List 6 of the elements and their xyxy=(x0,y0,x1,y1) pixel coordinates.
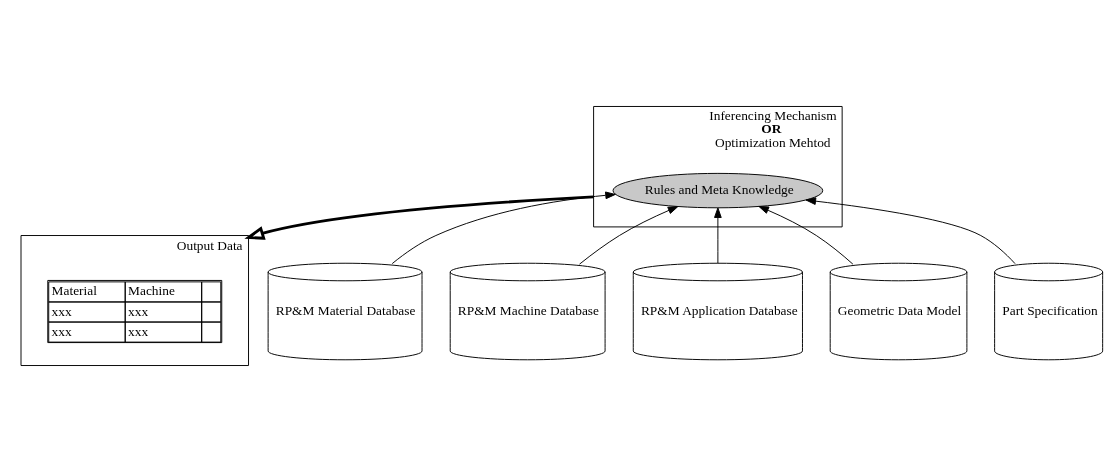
label: xxx xyxy=(128,323,149,339)
label: xxx xyxy=(51,303,72,319)
label: Material xyxy=(51,283,97,299)
label: xxx xyxy=(51,323,72,339)
label: xxx xyxy=(128,303,149,319)
label: Machine xyxy=(128,283,175,299)
